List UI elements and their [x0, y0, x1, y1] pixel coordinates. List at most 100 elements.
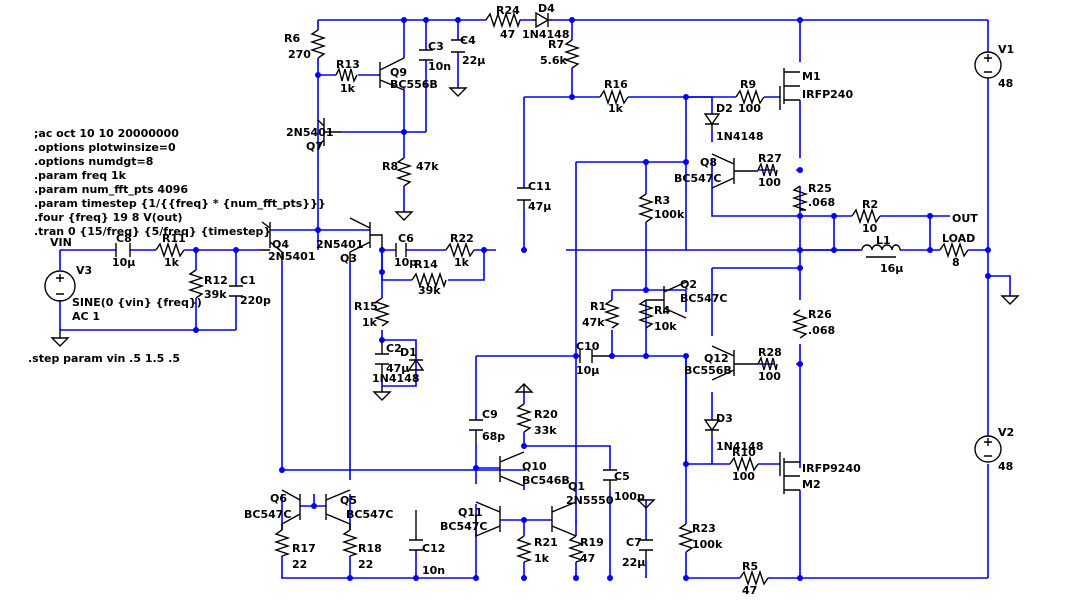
transistor-q2	[646, 281, 687, 319]
label-c7-name: C7	[626, 536, 642, 549]
source-v2	[974, 435, 1002, 463]
label-q10-name: Q10	[522, 460, 547, 473]
label-c7-value: 22µ	[622, 556, 645, 569]
resistor-load	[939, 241, 969, 259]
resistor-r18	[341, 529, 359, 557]
label-m2-value: IRFP9240	[802, 462, 861, 475]
label-r25-value: .068	[808, 196, 835, 209]
label-v1-name: V1	[998, 43, 1014, 56]
capacitor-c12	[409, 539, 423, 551]
capacitor-c11	[517, 187, 531, 210]
resistor-r20	[515, 403, 533, 433]
label-r10-value: 100	[732, 470, 755, 483]
label-r10-name: R10	[732, 446, 756, 459]
label-r2-value: 10	[862, 222, 878, 235]
label-c10-name: C10	[576, 340, 600, 353]
component-labels: V3 SINE(0 {vin} {freq}) AC 1 V1 48 V2 48…	[72, 2, 1014, 597]
transistor-q7	[317, 118, 341, 147]
label-r5-value: 47	[742, 584, 757, 597]
label-c9-name: C9	[482, 408, 498, 421]
transistor-q12	[711, 345, 758, 381]
capacitor-c7	[639, 539, 653, 560]
label-m1-value: IRFP240	[802, 88, 853, 101]
label-q3-label: 2N5401	[316, 238, 363, 251]
capacitor-c3	[419, 49, 433, 61]
label-c6-value: 10p	[394, 256, 417, 269]
label-r22-value: 1k	[454, 256, 470, 269]
resistor-r11	[155, 241, 185, 259]
label-q9-value: BC556B	[390, 78, 438, 91]
capacitor-c8	[115, 243, 131, 257]
label-r11-value: 1k	[164, 256, 180, 269]
transistor-q8	[711, 153, 758, 189]
label-r28-value: 100	[758, 370, 781, 383]
label-r15-value: 1k	[362, 316, 378, 329]
label-r6-value: 270	[288, 48, 311, 61]
label-c1-value: 220p	[240, 294, 271, 307]
resistor-r27	[757, 161, 778, 177]
resistor-r16	[599, 88, 629, 106]
directive-line: .tran 0 {15/freq} {5/freq} {timestep}	[34, 225, 271, 238]
resistor-r6	[309, 29, 327, 59]
voltage-source-symbols	[44, 51, 1002, 463]
label-r27-value: 100	[758, 176, 781, 189]
resistor-r25	[791, 185, 809, 211]
label-c4-value: 22µ	[462, 54, 485, 67]
wires	[59, 19, 1011, 579]
label-q7-value: Q7	[306, 140, 323, 153]
label-r17-value: 22	[292, 558, 307, 571]
label-r28-name: R28	[758, 346, 782, 359]
label-q2-name: Q2	[680, 278, 697, 291]
resistor-r3	[637, 193, 655, 223]
label-q9-name: Q9	[390, 66, 407, 79]
resistor-r17	[273, 529, 291, 557]
label-r1-name: R1	[590, 300, 606, 313]
resistor-r14	[411, 271, 447, 289]
label-r19-name: R19	[580, 536, 604, 549]
step-directive: .step param vin .5 1.5 .5	[28, 352, 180, 365]
label-r15-name: R15	[354, 300, 378, 313]
ground-symbols	[50, 87, 1020, 509]
label-load-name: LOAD	[942, 232, 975, 245]
label-c10-value: 10µ	[576, 364, 599, 377]
transistor-q4	[260, 221, 283, 262]
label-r21-name: R21	[534, 536, 558, 549]
mosfet-m1	[779, 68, 800, 110]
resistor-r2	[851, 207, 881, 225]
label-c5-name: C5	[614, 470, 630, 483]
spice-directives: ;ac oct 10 10 20000000 .options plotwins…	[28, 127, 326, 365]
label-r20-name: R20	[534, 408, 558, 421]
label-r7-value: 5.6k	[540, 54, 567, 67]
label-c6-name: C6	[398, 232, 414, 245]
directive-line: .param timestep {1/{{freq} * {num_fft_pt…	[34, 197, 326, 210]
label-v1-value: 48	[998, 77, 1013, 90]
transistor-q6	[281, 489, 301, 530]
resistor-r15	[373, 297, 391, 327]
label-r8-value: 47k	[416, 160, 439, 173]
label-load-value: 8	[952, 256, 960, 269]
label-q12-value: BC556B	[684, 364, 732, 377]
label-q4-value: 2N5401	[268, 250, 315, 263]
label-v2-value: 48	[998, 460, 1013, 473]
transistor-q10	[499, 451, 525, 487]
label-c11-name: C11	[528, 180, 551, 193]
resistor-r28	[757, 355, 778, 371]
label-r24-name: R24	[496, 4, 520, 17]
label-c12-value: 10n	[422, 564, 445, 577]
capacitor-c1	[229, 285, 243, 297]
label-q5-name: Q5	[340, 494, 357, 507]
label-q12-name: Q12	[704, 352, 729, 365]
label-r12-value: 39k	[204, 288, 227, 301]
label-r19-value: 47	[580, 552, 595, 565]
resistor-r9	[735, 88, 765, 106]
transistor-symbols	[260, 57, 800, 538]
label-c5-value: 100p	[614, 490, 645, 503]
resistor-r21	[515, 535, 533, 563]
directive-line: ;ac oct 10 10 20000000	[34, 127, 179, 140]
directive-line: .four {freq} 19 8 V(out)	[34, 211, 182, 224]
label-r3-name: R3	[654, 194, 670, 207]
resistor-r12	[187, 269, 205, 299]
label-r2-name: R2	[862, 198, 878, 211]
directive-line: .param freq 1k	[34, 169, 127, 182]
